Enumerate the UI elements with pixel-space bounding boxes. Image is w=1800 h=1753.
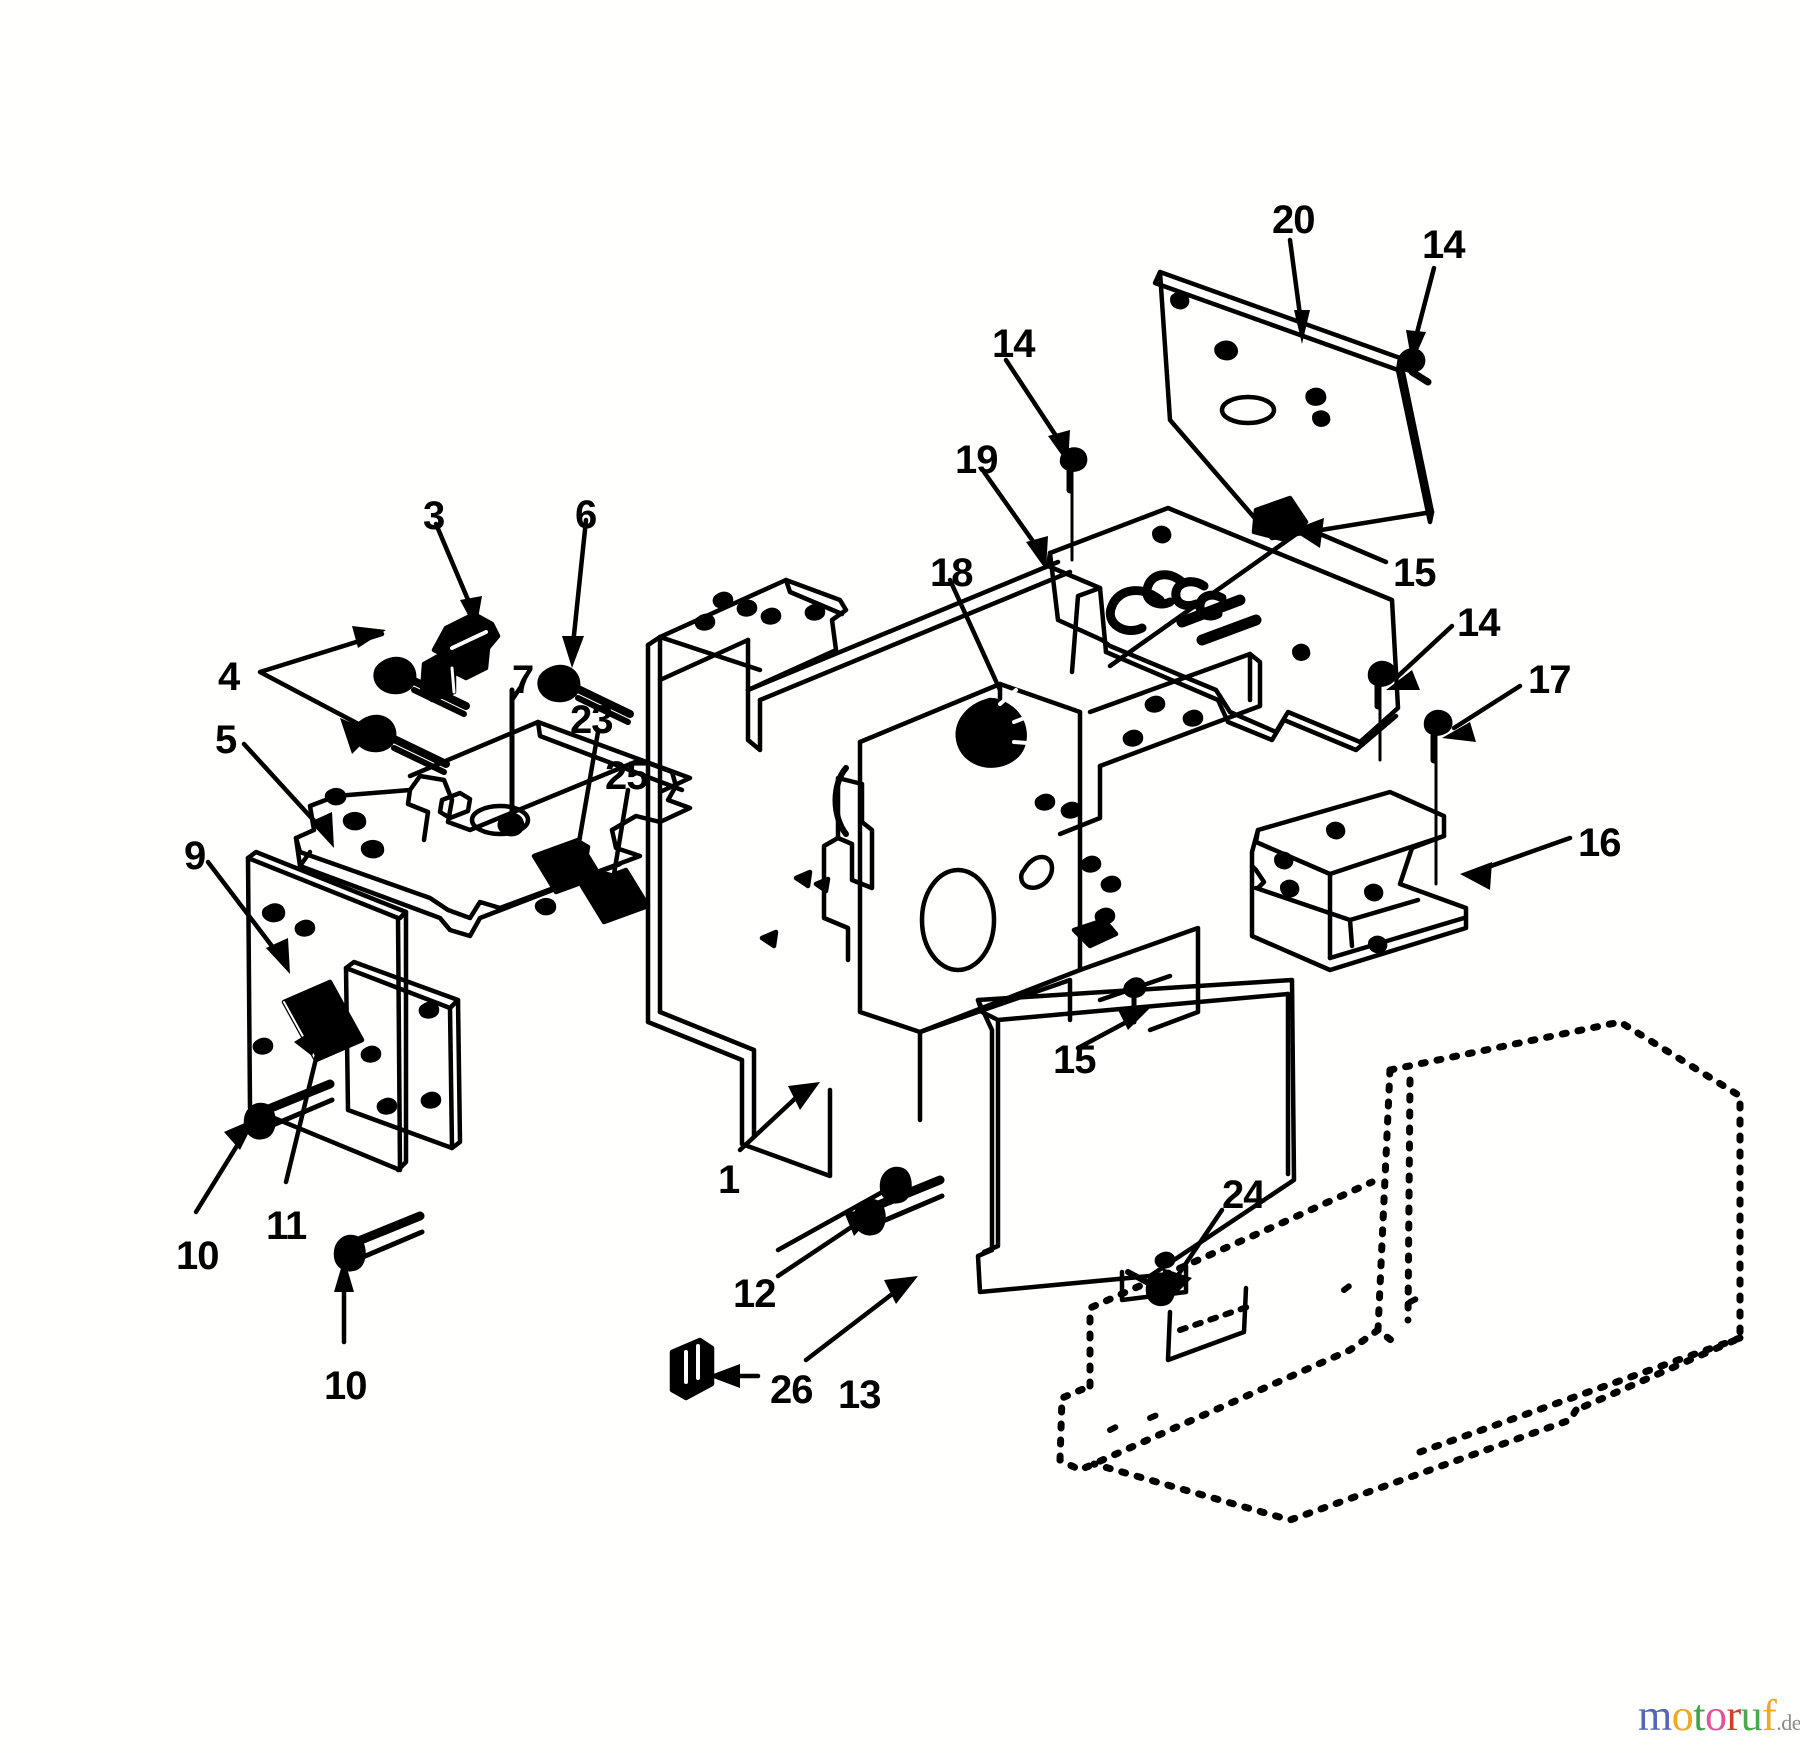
callout-15-lower: 15 [1053, 1038, 1096, 1082]
callout-12: 12 [733, 1272, 776, 1316]
part-20-dash-cover [1152, 269, 1435, 541]
part-24-hood-details [1107, 1281, 1425, 1433]
part-24-hood-outline [1056, 1018, 1744, 1524]
logo-letter-m: m [1638, 1691, 1672, 1740]
part-9-left-side-plate [245, 849, 409, 1173]
callout-20: 20 [1272, 198, 1315, 242]
callout-15-upper: 15 [1393, 551, 1436, 595]
fastener-17-screw [1423, 709, 1453, 886]
callout-5: 5 [215, 718, 237, 762]
callout-3: 3 [423, 494, 445, 538]
logo-tld-suffix: .de [1776, 1710, 1800, 1735]
logo-letter-u: u [1740, 1691, 1763, 1740]
callout-9: 9 [184, 834, 206, 878]
callout-13: 13 [838, 1373, 881, 1417]
logo-letter-t: t [1693, 1691, 1705, 1740]
fastener-10-bolt-upper [243, 1079, 335, 1140]
leader-lines [193, 237, 1573, 1388]
part-26-clip [669, 1337, 715, 1401]
callout-14-left: 14 [992, 322, 1035, 366]
fastener-4-bolt-lower [353, 714, 450, 775]
logo-letter-o1: o [1671, 1691, 1694, 1740]
callout-23: 23 [570, 698, 613, 742]
callout-14-mid-right: 14 [1457, 601, 1500, 645]
callout-4: 4 [218, 655, 240, 699]
part-11-spacer [281, 979, 365, 1063]
logo-letter-f: f [1762, 1691, 1777, 1740]
fastener-4-bolt-upper [373, 656, 470, 717]
callout-19: 19 [955, 438, 998, 482]
callout-11: 11 [266, 1204, 307, 1248]
callout-7: 7 [512, 658, 534, 702]
logo-letter-o2: o [1704, 1691, 1727, 1740]
part-23-25-spacers [531, 837, 651, 925]
callout-14-top-right: 14 [1422, 223, 1465, 267]
part-3-angle-bracket [419, 611, 501, 703]
callout-26: 26 [770, 1368, 813, 1412]
callout-10-upper: 10 [176, 1234, 219, 1278]
callout-10-lower: 10 [324, 1364, 367, 1408]
callout-24: 24 [1222, 1173, 1265, 1217]
callout-6: 6 [575, 493, 597, 537]
fastener-6-bolt [537, 664, 634, 725]
callout-25: 25 [605, 754, 648, 798]
callout-16: 16 [1578, 821, 1621, 865]
part-16-side-bracket [1249, 789, 1469, 973]
part-inner-left-plate [343, 959, 463, 1151]
fastener-7-pin [497, 687, 525, 837]
callout-17: 17 [1528, 658, 1571, 702]
part-1-main-frame [645, 559, 1263, 1179]
logo-letter-r: r [1726, 1691, 1741, 1740]
callout-18: 18 [930, 551, 973, 595]
part-13-fender-panel [975, 977, 1297, 1303]
motoruf-watermark-logo: motoruf.de [1638, 1694, 1800, 1738]
callout-1: 1 [718, 1158, 740, 1202]
fastener-12-bolt-right [879, 1166, 912, 1204]
part-19-dash-panel [1045, 505, 1401, 753]
fastener-10-bolt-lower [333, 1211, 425, 1272]
fastener-14-screw-right-mid [1367, 660, 1397, 762]
part-24-hood-solid-notch [1165, 1285, 1249, 1363]
